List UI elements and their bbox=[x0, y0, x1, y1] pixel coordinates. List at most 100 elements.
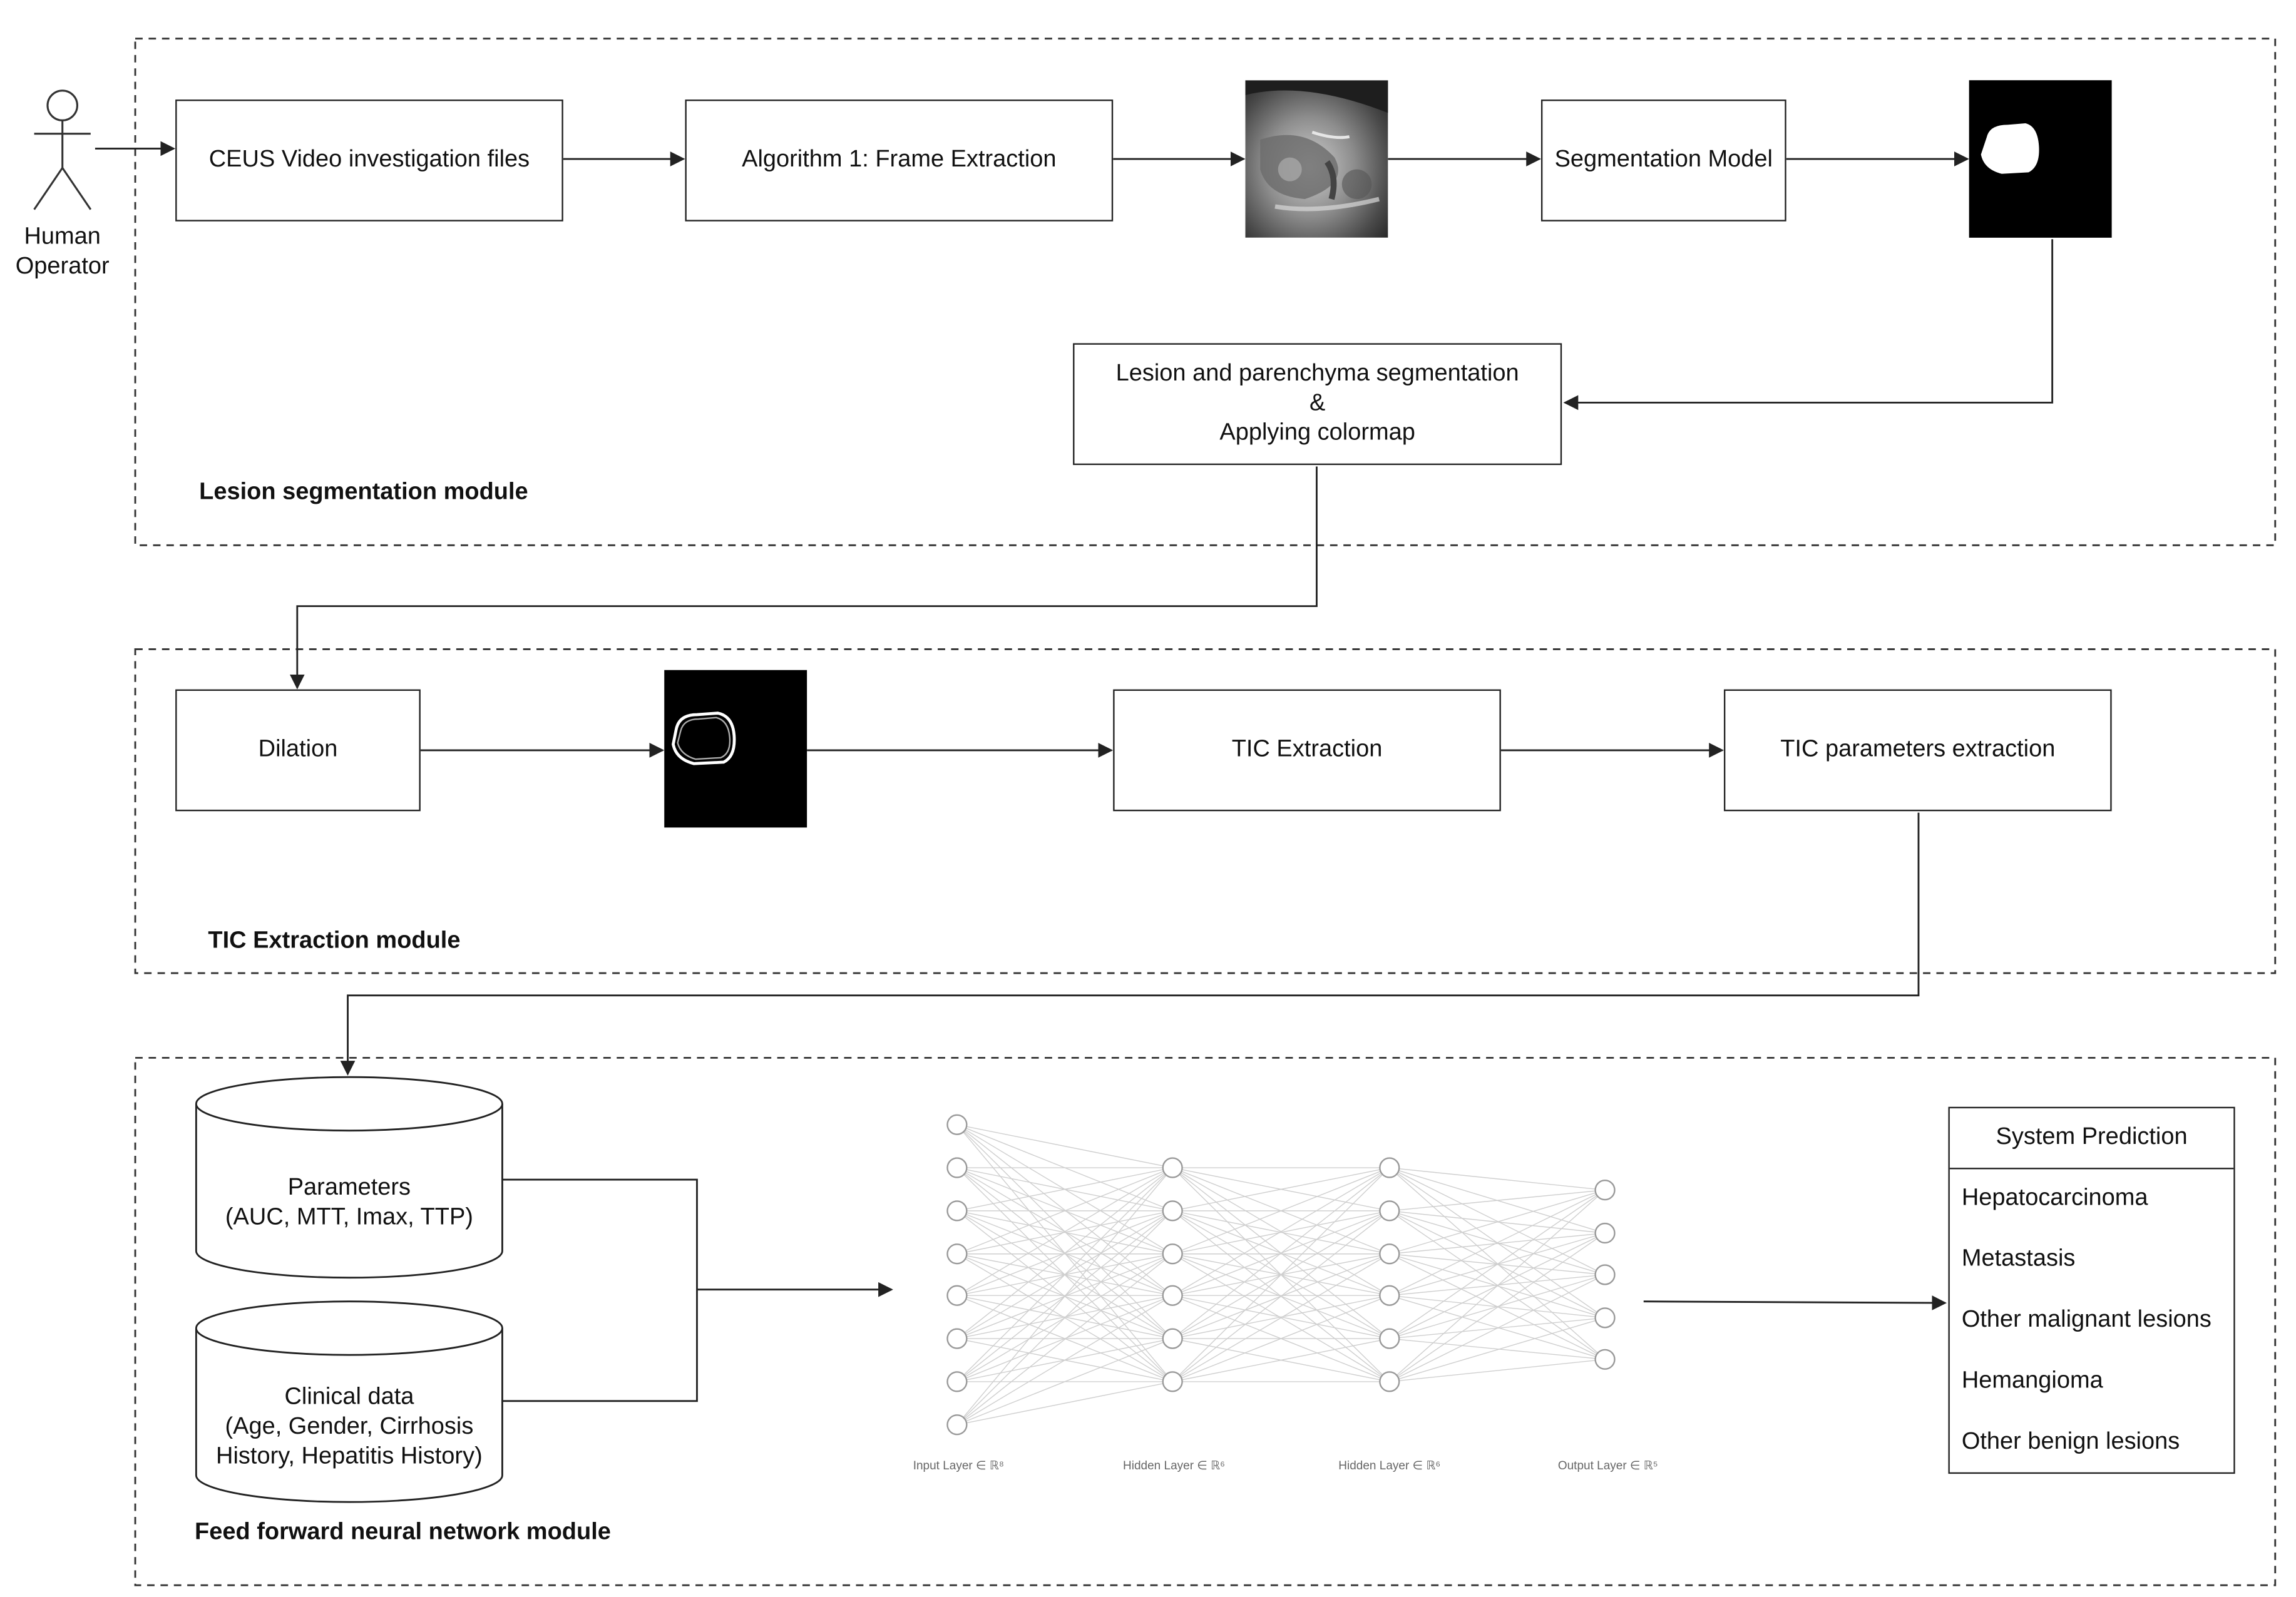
clinical-db-line3: History, Hepatitis History) bbox=[216, 1444, 483, 1469]
nn-edge bbox=[956, 1167, 1173, 1296]
nn-edge bbox=[1389, 1274, 1606, 1382]
clinical-db-line2: (Age, Gender, Cirrhosis bbox=[225, 1414, 474, 1440]
nn-node bbox=[1162, 1285, 1183, 1306]
arrow-nn-to-prediction bbox=[1643, 1295, 1947, 1310]
actor-label-line1: Human bbox=[24, 224, 101, 250]
nn-edge bbox=[956, 1295, 1173, 1426]
nn-node bbox=[946, 1114, 968, 1135]
nn-node bbox=[1594, 1307, 1616, 1329]
frame-extraction-label: Algorithm 1: Frame Extraction bbox=[742, 147, 1057, 173]
nn-edge bbox=[956, 1253, 1173, 1426]
nn-node bbox=[1379, 1328, 1400, 1349]
nn-layer-label-output: Output Layer ∈ ℝ⁵ bbox=[1557, 1459, 1658, 1472]
prediction-item: Other malignant lesions bbox=[1961, 1307, 2211, 1333]
frame-extraction-box: Algorithm 1: Frame Extraction bbox=[685, 99, 1114, 222]
nn-edge bbox=[956, 1167, 1173, 1212]
nn-node bbox=[1162, 1243, 1183, 1265]
nn-edge bbox=[956, 1167, 1173, 1255]
nn-edge bbox=[1172, 1338, 1390, 1382]
tic-parameters-box: TIC parameters extraction bbox=[1723, 689, 2112, 812]
human-operator-icon bbox=[33, 89, 92, 210]
nn-edge bbox=[1389, 1189, 1606, 1255]
nn-edge bbox=[956, 1295, 1173, 1382]
nn-edge bbox=[1389, 1232, 1606, 1255]
nn-edge bbox=[956, 1210, 1173, 1426]
parameters-db-line2: (AUC, MTT, Imax, TTP) bbox=[225, 1205, 473, 1230]
nn-node bbox=[1379, 1285, 1400, 1306]
nn-edge bbox=[1172, 1167, 1390, 1382]
nn-node bbox=[946, 1371, 968, 1392]
prediction-item: Hemangioma bbox=[1961, 1368, 2103, 1394]
nn-node bbox=[1162, 1328, 1183, 1349]
segmentation-model-label: Segmentation Model bbox=[1554, 147, 1773, 173]
nn-edge bbox=[1389, 1232, 1606, 1382]
nn-edge bbox=[1389, 1295, 1606, 1360]
tic-extraction-label: TIC Extraction bbox=[1231, 737, 1383, 762]
nn-layer-label-input: Input Layer ∈ ℝ⁸ bbox=[913, 1459, 1004, 1472]
nn-node bbox=[946, 1243, 968, 1265]
lesion-segmentation-box: Lesion and parenchyma segmentation & App… bbox=[1073, 343, 1562, 466]
nn-edge bbox=[1389, 1190, 1606, 1296]
actor-label-line2: Operator bbox=[15, 253, 110, 280]
nn-node bbox=[1594, 1222, 1616, 1244]
nn-node bbox=[946, 1414, 968, 1436]
dilation-label: Dilation bbox=[258, 737, 338, 762]
nn-edge bbox=[1389, 1167, 1606, 1275]
nn-node bbox=[1594, 1349, 1616, 1370]
ffnn-module-border bbox=[134, 1056, 2277, 1586]
lesion-box-line2: & bbox=[1309, 390, 1326, 416]
parameters-db-label: Parameters (AUC, MTT, Imax, TTP) bbox=[196, 1174, 502, 1233]
nn-edge bbox=[956, 1167, 1173, 1382]
nn-edge bbox=[956, 1381, 1173, 1426]
clinical-db-label: Clinical data (Age, Gender, Cirrhosis Hi… bbox=[196, 1383, 502, 1472]
nn-node bbox=[946, 1157, 968, 1178]
nn-edge bbox=[1172, 1295, 1390, 1339]
parameters-database-icon bbox=[195, 1076, 503, 1279]
tic-parameters-label: TIC parameters extraction bbox=[1780, 737, 2056, 762]
nn-node bbox=[1594, 1264, 1616, 1285]
nn-edge bbox=[956, 1338, 1173, 1426]
nn-edge bbox=[1172, 1167, 1390, 1212]
nn-edge bbox=[1389, 1274, 1606, 1339]
nn-node bbox=[946, 1285, 968, 1306]
tic-module-border bbox=[134, 648, 2277, 974]
prediction-header-label: System Prediction bbox=[1996, 1125, 2188, 1150]
nn-edge bbox=[1172, 1167, 1390, 1339]
connector-params-db bbox=[502, 1178, 698, 1402]
lesion-box-line1: Lesion and parenchyma segmentation bbox=[1115, 360, 1519, 387]
segmentation-model-box: Segmentation Model bbox=[1540, 99, 1786, 222]
nn-node bbox=[946, 1328, 968, 1349]
arrow-params-to-ffnn bbox=[340, 812, 1920, 1076]
arrow-mask-to-lesion bbox=[1563, 239, 2054, 411]
nn-edge bbox=[1389, 1167, 1606, 1360]
tic-extraction-box: TIC Extraction bbox=[1113, 689, 1501, 812]
nn-edge bbox=[1389, 1317, 1606, 1382]
nn-layer-label-hidden2: Hidden Layer ∈ ℝ⁶ bbox=[1338, 1459, 1441, 1472]
parameters-db-line1: Parameters bbox=[287, 1175, 411, 1201]
nn-edge bbox=[1172, 1210, 1390, 1255]
binary-mask-image bbox=[1969, 80, 2112, 238]
nn-edge bbox=[1389, 1274, 1606, 1296]
ceus-video-label: CEUS Video investigation files bbox=[208, 147, 530, 173]
neural-network-diagram bbox=[946, 1114, 1616, 1436]
nn-edge bbox=[1389, 1190, 1606, 1339]
dilation-box: Dilation bbox=[175, 689, 421, 812]
lesion-box-line3: Applying colormap bbox=[1219, 420, 1415, 446]
nn-edge bbox=[956, 1167, 1173, 1339]
nn-edge bbox=[1172, 1210, 1390, 1382]
nn-edge bbox=[1389, 1189, 1606, 1212]
nn-edge bbox=[1172, 1167, 1390, 1255]
nn-edge bbox=[1172, 1167, 1390, 1296]
nn-node bbox=[1162, 1157, 1183, 1178]
nn-edge bbox=[1389, 1338, 1606, 1360]
nn-node bbox=[1162, 1371, 1183, 1392]
actor-label: Human Operator bbox=[0, 223, 125, 282]
clinical-database-icon bbox=[195, 1300, 503, 1503]
prediction-item: Other benign lesions bbox=[1961, 1429, 2180, 1455]
nn-edge bbox=[956, 1167, 1173, 1426]
nn-edge bbox=[1389, 1167, 1606, 1191]
prediction-item: Metastasis bbox=[1961, 1246, 2076, 1272]
dilated-contour-image bbox=[664, 670, 807, 828]
